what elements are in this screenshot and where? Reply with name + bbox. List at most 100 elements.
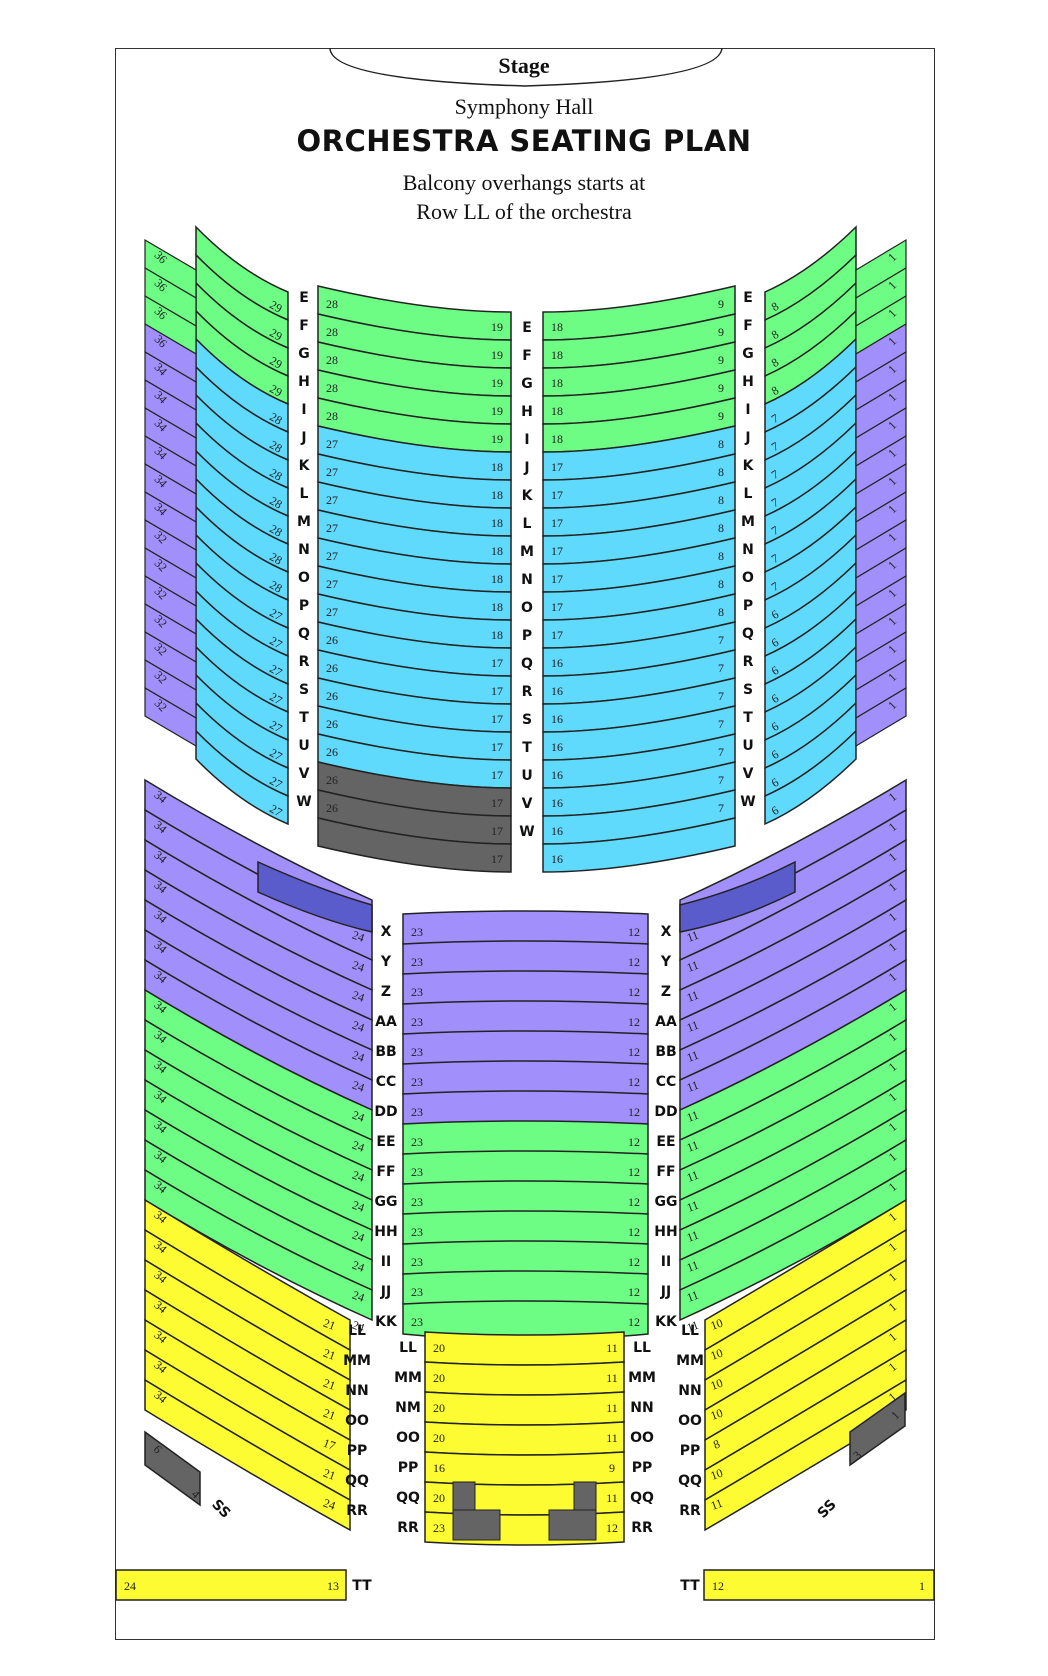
page-title: ORCHESTRA SEATING PLAN — [296, 124, 752, 158]
row-label: R — [299, 654, 310, 670]
left-middle-row[interactable] — [144, 1378, 351, 1532]
seat-number: 27 — [326, 605, 338, 619]
seat-number: 23 — [411, 925, 423, 939]
seat-number: 20 — [433, 1491, 445, 1505]
row-label: PP — [398, 1460, 419, 1476]
seat-number: 8 — [718, 521, 724, 535]
row-TT-left[interactable] — [115, 1569, 347, 1601]
row-label: Z — [661, 984, 671, 1000]
seat-number: 11 — [606, 1341, 618, 1355]
row-W-left[interactable] — [195, 729, 289, 826]
row-label: OO — [630, 1430, 654, 1446]
row-label: I — [301, 402, 306, 418]
row-MM-center-rear[interactable] — [424, 1361, 625, 1396]
seat-number: 26 — [326, 773, 338, 787]
row-X-right-accessible[interactable] — [679, 860, 796, 933]
row-W-center-right-extra[interactable] — [542, 817, 736, 873]
seat-number: 11 — [685, 1258, 701, 1275]
seat-number: 10 — [709, 1316, 725, 1333]
seating-plan-frame — [115, 48, 935, 1640]
row-PP-center-rear[interactable] — [424, 1451, 625, 1486]
seat-number: 7 — [718, 801, 724, 815]
row-label: H — [298, 374, 310, 390]
seat-number: 11 — [685, 988, 701, 1005]
row-label: HH — [654, 1224, 677, 1240]
row-label: TT — [680, 1578, 700, 1594]
row-label: K — [299, 458, 311, 474]
seat-number: 23 — [411, 1105, 423, 1119]
row-label: LL — [681, 1323, 699, 1339]
seat-number: 23 — [411, 1315, 423, 1329]
seat-number: 18 — [491, 460, 503, 474]
row-label: T — [743, 710, 753, 726]
seat-number: 11 — [606, 1371, 618, 1385]
seat-number: 9 — [718, 409, 724, 423]
seat-number: 18 — [551, 348, 563, 362]
seat-number: 11 — [685, 928, 701, 945]
row-label: K — [522, 488, 534, 504]
seat-number: 12 — [606, 1521, 618, 1535]
seat-number: 10 — [709, 1376, 725, 1393]
balcony-note-line1: Balcony overhangs starts at — [402, 170, 646, 195]
left-outer-seat-block[interactable] — [144, 686, 197, 748]
row-label: JJ — [380, 1284, 391, 1300]
row-label: BB — [655, 1044, 676, 1060]
row-TT-right[interactable] — [703, 1569, 935, 1601]
seat-number: 26 — [326, 801, 338, 815]
right-middle-row[interactable] — [704, 1378, 907, 1532]
seat-number: 16 — [551, 796, 563, 810]
row-label: U — [742, 738, 753, 754]
seat-number: 8 — [718, 577, 724, 591]
seat-number: 19 — [491, 432, 503, 446]
venue-name: Symphony Hall — [454, 94, 594, 119]
row-label: FF — [376, 1164, 395, 1180]
seat-number: 24 — [350, 1198, 366, 1215]
row-LL-center-rear[interactable] — [424, 1331, 625, 1366]
seat-number: 1 — [919, 1579, 925, 1593]
seat-number: 12 — [712, 1579, 724, 1593]
seat-number: 11 — [685, 1228, 701, 1245]
seat-number: 16 — [551, 656, 563, 670]
seat-number: 12 — [628, 1315, 640, 1329]
row-label: L — [744, 486, 753, 502]
left-middle-row[interactable] — [144, 1168, 373, 1322]
row-X-left-accessible[interactable] — [257, 860, 373, 933]
seat-number: 24 — [350, 1228, 366, 1245]
row-label: NM — [395, 1400, 421, 1416]
seat-number: 16 — [551, 852, 563, 866]
seat-number: 17 — [491, 852, 503, 866]
row-label: MM — [628, 1370, 656, 1386]
seat-number: 19 — [491, 404, 503, 418]
row-label: W — [519, 824, 534, 840]
seat-number: 11 — [685, 1078, 701, 1095]
seat-number: 9 — [718, 381, 724, 395]
seat-number: 28 — [326, 297, 338, 311]
right-outer-seat-block[interactable] — [855, 686, 907, 748]
seat-number: 17 — [551, 628, 563, 642]
seat-number: 27 — [326, 437, 338, 451]
rr-gray-block — [548, 1509, 597, 1541]
seat-number: 16 — [433, 1461, 445, 1475]
row-NM-center-rear[interactable] — [424, 1391, 625, 1426]
row-OO-center-rear[interactable] — [424, 1421, 625, 1456]
seat-number: 12 — [628, 1225, 640, 1239]
row-W-center-left-extra[interactable] — [317, 817, 512, 873]
row-W-right[interactable] — [764, 729, 857, 826]
row-label: E — [743, 290, 753, 306]
seat-number: 7 — [718, 689, 724, 703]
seat-number: 23 — [411, 1255, 423, 1269]
seat-number: 11 — [685, 1108, 701, 1125]
row-label: J — [744, 430, 750, 446]
row-label: NN — [630, 1400, 653, 1416]
balcony-note-line2: Row LL of the orchestra — [416, 199, 632, 224]
row-label: SS — [815, 1497, 840, 1522]
seat-number: 12 — [628, 1045, 640, 1059]
row-label: L — [300, 486, 309, 502]
seat-number: 9 — [609, 1461, 615, 1475]
seat-number: 12 — [628, 1105, 640, 1119]
seat-number: 7 — [718, 633, 724, 647]
row-label: EE — [656, 1134, 675, 1150]
row-SS-right[interactable] — [849, 1391, 906, 1467]
row-SS-left[interactable] — [144, 1430, 201, 1507]
row-label: CC — [656, 1074, 677, 1090]
